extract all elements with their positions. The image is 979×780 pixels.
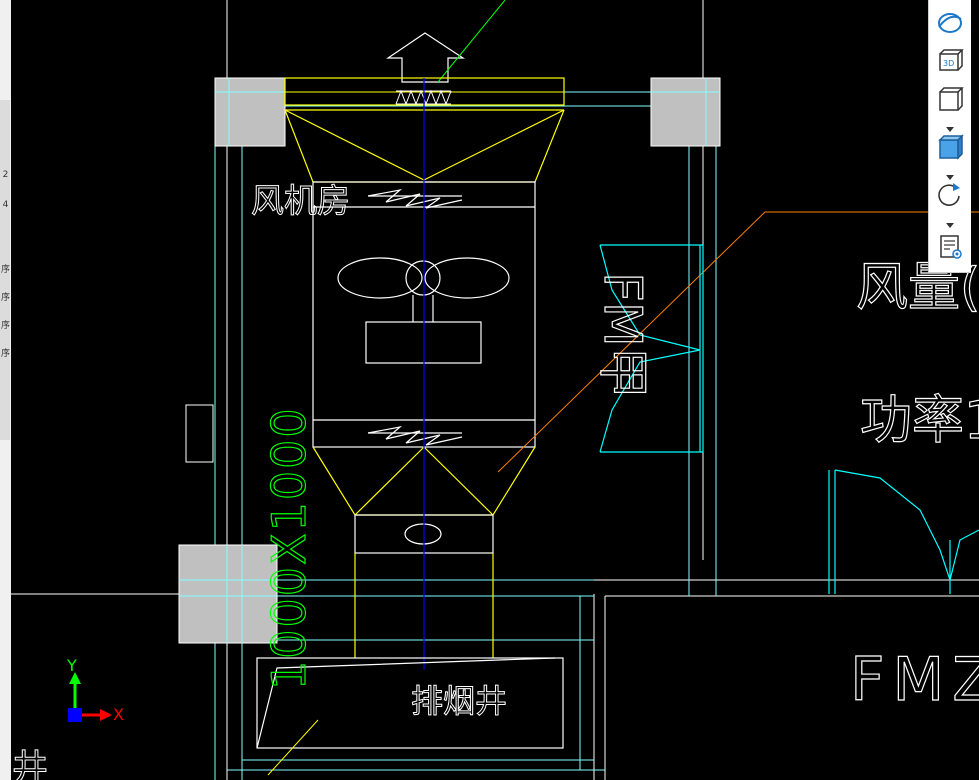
green-leader-line	[437, 0, 506, 83]
left-panel-char: 序	[0, 349, 10, 359]
exhaust-arrow	[386, 32, 466, 83]
vertical-duct	[354, 553, 494, 658]
wall-opening	[185, 404, 214, 463]
bottom-left-label: 井	[12, 748, 48, 780]
shaft-label: 排烟井	[411, 682, 507, 720]
left-side-panel[interactable]: 2 4 序 序 序 序	[0, 0, 11, 780]
fan-tag-text: FM甲	[592, 272, 652, 399]
chevron-down-icon[interactable]	[945, 214, 955, 228]
damper-symbol	[599, 244, 704, 453]
column-overlay-lines	[179, 78, 720, 643]
orange-leader-line	[497, 211, 979, 473]
duct-spec-text: 1000X1000	[262, 406, 316, 690]
navigation-toolbar: 3D	[928, 0, 971, 273]
shaft-leader-yellow	[267, 719, 319, 776]
orbit-icon[interactable]	[934, 8, 966, 38]
left-panel-char: 序	[0, 321, 10, 331]
ucs-x-label: X	[113, 705, 124, 724]
chevron-down-icon[interactable]	[945, 118, 955, 132]
left-panel-char: 2	[2, 170, 9, 180]
cube-shaded-icon[interactable]	[934, 132, 966, 162]
left-panel-char: 4	[2, 200, 9, 210]
structural-columns	[178, 77, 721, 644]
properties-view-icon[interactable]	[934, 232, 966, 262]
room-label: 风机房	[251, 181, 350, 220]
rotate-icon[interactable]	[934, 180, 966, 210]
left-panel-char: 序	[0, 293, 10, 303]
chevron-down-icon[interactable]	[945, 166, 955, 180]
left-panel-tab[interactable]	[0, 100, 10, 440]
damper-symbol-right	[828, 469, 979, 594]
smoke-shaft	[256, 657, 564, 749]
ucs-y-label: Y	[66, 656, 77, 675]
fm-label: FMZ	[850, 645, 979, 715]
ucs-icon: Y X	[66, 656, 124, 724]
left-panel-char: 序	[0, 265, 10, 275]
power-label: 功率1	[860, 391, 979, 451]
3d-view-icon[interactable]: 3D	[934, 46, 966, 76]
cube-view-icon[interactable]	[934, 84, 966, 114]
3d-label: 3D	[943, 59, 954, 68]
